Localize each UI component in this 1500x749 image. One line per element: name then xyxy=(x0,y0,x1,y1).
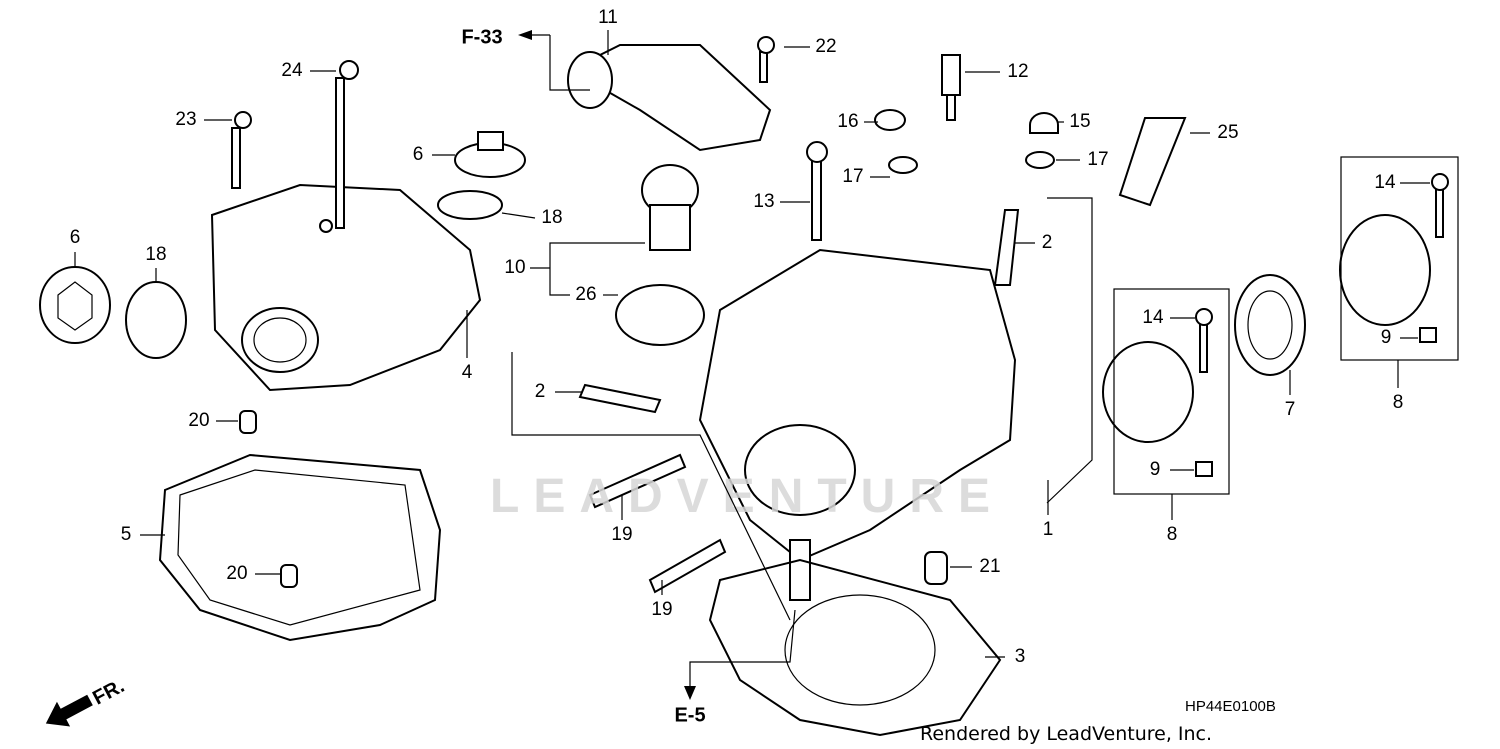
callout-8[interactable]: 8 xyxy=(1167,524,1178,545)
callout-12[interactable]: 12 xyxy=(1007,61,1028,82)
temperature-sensor xyxy=(941,54,961,121)
callout-8[interactable]: 8 xyxy=(1393,392,1404,413)
callout-13[interactable]: 13 xyxy=(753,191,774,212)
callout-2[interactable]: 2 xyxy=(1042,232,1053,253)
callout-19[interactable]: 19 xyxy=(651,599,672,620)
spark-plug xyxy=(1118,117,1187,207)
bolt-14b xyxy=(1195,308,1213,373)
insulator xyxy=(1234,274,1306,376)
dowel-pin-20b xyxy=(280,564,298,588)
callout-9[interactable]: 9 xyxy=(1150,459,1161,480)
reference-e5[interactable]: E-5 xyxy=(674,704,705,726)
bolt-23 xyxy=(231,111,252,189)
thermostat xyxy=(641,164,699,251)
reference-arrows xyxy=(518,30,696,700)
callout-20[interactable]: 20 xyxy=(226,563,247,584)
thermostat-cover xyxy=(567,44,772,152)
callout-15[interactable]: 15 xyxy=(1069,111,1090,132)
callout-10[interactable]: 10 xyxy=(504,257,525,278)
callout-1[interactable]: 1 xyxy=(1043,519,1054,540)
diagram-code: HP44E0100B xyxy=(1185,698,1276,715)
callout-17[interactable]: 17 xyxy=(842,166,863,187)
stud-2a xyxy=(993,209,1020,286)
stud-box xyxy=(511,352,791,621)
watermark: LEADVENTURE xyxy=(490,470,1004,523)
callout-21[interactable]: 21 xyxy=(979,556,1000,577)
callout-17[interactable]: 17 xyxy=(1087,149,1108,170)
cover-gasket xyxy=(158,453,442,642)
bolt-24 xyxy=(335,60,359,229)
callout-16[interactable]: 16 xyxy=(837,111,858,132)
bolt-14a xyxy=(1431,173,1449,238)
cap-nut-16 xyxy=(873,109,907,131)
callout-25[interactable]: 25 xyxy=(1217,122,1238,143)
front-arrow-icon: FR. xyxy=(45,675,128,727)
callout-14[interactable]: 14 xyxy=(1142,307,1164,328)
dowel-pin-20a xyxy=(239,410,257,434)
callout-26[interactable]: 26 xyxy=(575,284,596,305)
stud-2b xyxy=(578,383,662,414)
callout-18[interactable]: 18 xyxy=(541,207,562,228)
credit-text: Rendered by LeadVenture, Inc. xyxy=(920,723,1212,745)
nut-9b xyxy=(1195,461,1213,477)
callout-18[interactable]: 18 xyxy=(145,244,166,265)
callout-14[interactable]: 14 xyxy=(1374,172,1396,193)
washer-17b xyxy=(1025,151,1055,169)
callout-2[interactable]: 2 xyxy=(535,381,546,402)
callout-3[interactable]: 3 xyxy=(1015,646,1026,667)
oil-filler-cap-top xyxy=(454,131,526,178)
callout-19[interactable]: 19 xyxy=(611,524,632,545)
thermostat-seal xyxy=(615,284,705,346)
head-box xyxy=(1046,197,1093,504)
callout-4[interactable]: 4 xyxy=(462,362,473,383)
o-ring-top xyxy=(437,190,503,220)
callout-7[interactable]: 7 xyxy=(1285,399,1296,420)
head-gasket xyxy=(708,558,1002,737)
band-right xyxy=(1339,214,1431,326)
cylinder-head xyxy=(698,248,1017,601)
callout-23[interactable]: 23 xyxy=(175,109,196,130)
leader-lines xyxy=(74,30,1430,695)
oil-filler-cap-left xyxy=(39,266,111,344)
bolt-13 xyxy=(806,141,828,241)
callout-5[interactable]: 5 xyxy=(121,524,132,545)
cylinder-head-cover xyxy=(210,183,482,392)
o-ring-left xyxy=(125,281,187,359)
stud-19b xyxy=(648,538,727,594)
callout-20[interactable]: 20 xyxy=(188,410,209,431)
callout-6[interactable]: 6 xyxy=(70,227,81,248)
washer-17a xyxy=(888,156,918,174)
group-box-8-right xyxy=(1340,156,1459,361)
cap-nut-15 xyxy=(1029,112,1059,134)
callout-22[interactable]: 22 xyxy=(815,36,836,57)
front-label: FR. xyxy=(89,675,128,710)
callout-6[interactable]: 6 xyxy=(413,144,424,165)
band-middle xyxy=(1102,341,1194,443)
callout-24[interactable]: 24 xyxy=(281,60,303,81)
nut-9a xyxy=(1419,327,1437,343)
callout-11[interactable]: 11 xyxy=(598,7,618,28)
bolt-22 xyxy=(757,36,775,83)
dowel-21 xyxy=(924,551,948,585)
stud-19a xyxy=(588,453,687,509)
reference-f33[interactable]: F-33 xyxy=(461,26,502,48)
callout-9[interactable]: 9 xyxy=(1381,327,1392,348)
